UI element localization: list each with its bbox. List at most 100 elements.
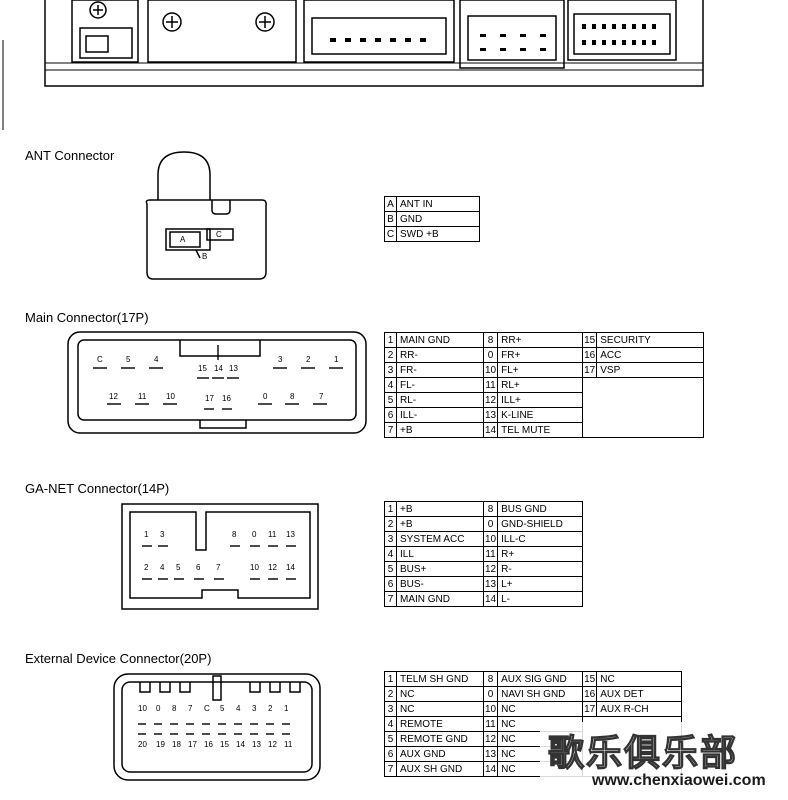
- ext-pin-label: 20: [138, 740, 147, 749]
- pin-number: 7: [384, 761, 397, 777]
- pin-number: 7: [384, 591, 397, 607]
- ext-connector-title: External Device Connector(20P): [25, 651, 212, 666]
- pin-function: TEL MUTE: [497, 422, 584, 438]
- ganet-pin-label: 11: [268, 530, 277, 539]
- pin-function: L+: [497, 576, 584, 592]
- pin-number: 5: [384, 392, 397, 408]
- pin-number: 7: [384, 422, 397, 438]
- pin-number: 10: [482, 701, 499, 717]
- pin-number: 12: [482, 731, 499, 747]
- ext-pin-label: 2: [268, 704, 273, 713]
- ext-pin-label: 0: [156, 704, 161, 713]
- ant-pin-a-label: A: [180, 235, 186, 244]
- pin-function: ACC: [596, 347, 705, 363]
- pin-number: 6: [384, 407, 397, 423]
- pin-function: BUS GND: [497, 501, 584, 517]
- ext-pin-label: C: [204, 704, 210, 713]
- pin-number: 0: [482, 516, 499, 532]
- pin-function: NC: [396, 701, 484, 717]
- ganet-pin-label: 5: [176, 563, 181, 572]
- ganet-pin-label: 6: [196, 563, 201, 572]
- ganet-pin-label: 3: [160, 530, 165, 539]
- pin-function: BUS-: [396, 576, 484, 592]
- pin-number: 2: [384, 516, 397, 532]
- pin-number: 17: [582, 362, 598, 378]
- pin-function: NAVI SH GND: [497, 686, 584, 702]
- pin-number: A: [384, 196, 397, 212]
- ext-pin-label: 13: [252, 740, 261, 749]
- ganet-connector-title: GA-NET Connector(14P): [25, 481, 170, 496]
- main-pin-label: 0: [263, 392, 268, 401]
- pin-function: NC: [396, 686, 484, 702]
- pin-function: REMOTE: [396, 716, 484, 732]
- pin-number: 2: [384, 347, 397, 363]
- pin-number: 14: [482, 761, 499, 777]
- main-connector-title: Main Connector(17P): [25, 310, 149, 325]
- pin-function: GND: [396, 211, 480, 227]
- pin-function: TELM SH GND: [396, 671, 484, 687]
- pin-function: FL-: [396, 377, 484, 393]
- pin-function: +B: [396, 516, 484, 532]
- ant-connector-title: ANT Connector: [25, 148, 115, 163]
- main-pin-label: 5: [126, 355, 131, 364]
- pin-function: NC: [497, 701, 584, 717]
- pin-number: B: [384, 211, 397, 227]
- ganet-pin-label: 10: [250, 563, 259, 572]
- pin-number: 11: [482, 377, 499, 393]
- pin-function: MAIN GND: [396, 332, 484, 348]
- pin-function: SWD +B: [396, 226, 480, 242]
- watermark-url: www.chenxiaowei.com: [592, 772, 766, 789]
- pin-number: 16: [582, 347, 598, 363]
- pin-number: 12: [482, 561, 499, 577]
- ext-pin-label: 4: [236, 704, 241, 713]
- pin-number: 3: [384, 701, 397, 717]
- ext-pin-label: 8: [172, 704, 177, 713]
- ganet-pin-label: 12: [268, 563, 277, 572]
- pin-function: BUS+: [396, 561, 484, 577]
- ext-pin-label: 14: [236, 740, 245, 749]
- ext-pin-label: 16: [204, 740, 213, 749]
- pin-function: FL+: [497, 362, 584, 378]
- pin-number: 1: [384, 671, 397, 687]
- pin-number: 6: [384, 746, 397, 762]
- pin-number: 16: [582, 686, 598, 702]
- ganet-pin-label: 1: [144, 530, 149, 539]
- pin-number: 0: [482, 347, 499, 363]
- pin-number: 4: [384, 716, 397, 732]
- pin-function: ILL-C: [497, 531, 584, 547]
- pin-number: C: [384, 226, 397, 242]
- ext-pin-label: 17: [188, 740, 197, 749]
- main-pin-label: 4: [154, 355, 159, 364]
- ext-pin-label: 11: [284, 740, 293, 749]
- main-pin-label: 1: [334, 355, 339, 364]
- main-pin-label: 10: [166, 392, 175, 401]
- main-pin-label: C: [97, 355, 103, 364]
- pin-number: 1: [384, 332, 397, 348]
- empty-cell: [582, 377, 705, 438]
- pin-function: FR+: [497, 347, 584, 363]
- pin-function: RR+: [497, 332, 584, 348]
- pin-number: 3: [384, 531, 397, 547]
- pin-number: 10: [482, 531, 499, 547]
- ext-pin-label: 5: [220, 704, 225, 713]
- watermark-chinese-text: 歌乐俱乐部: [547, 732, 739, 774]
- pin-number: 8: [482, 332, 499, 348]
- pin-number: 11: [482, 716, 499, 732]
- watermark-panel: [540, 722, 780, 800]
- pin-number: 8: [482, 501, 499, 517]
- ganet-pin-label: 4: [160, 563, 165, 572]
